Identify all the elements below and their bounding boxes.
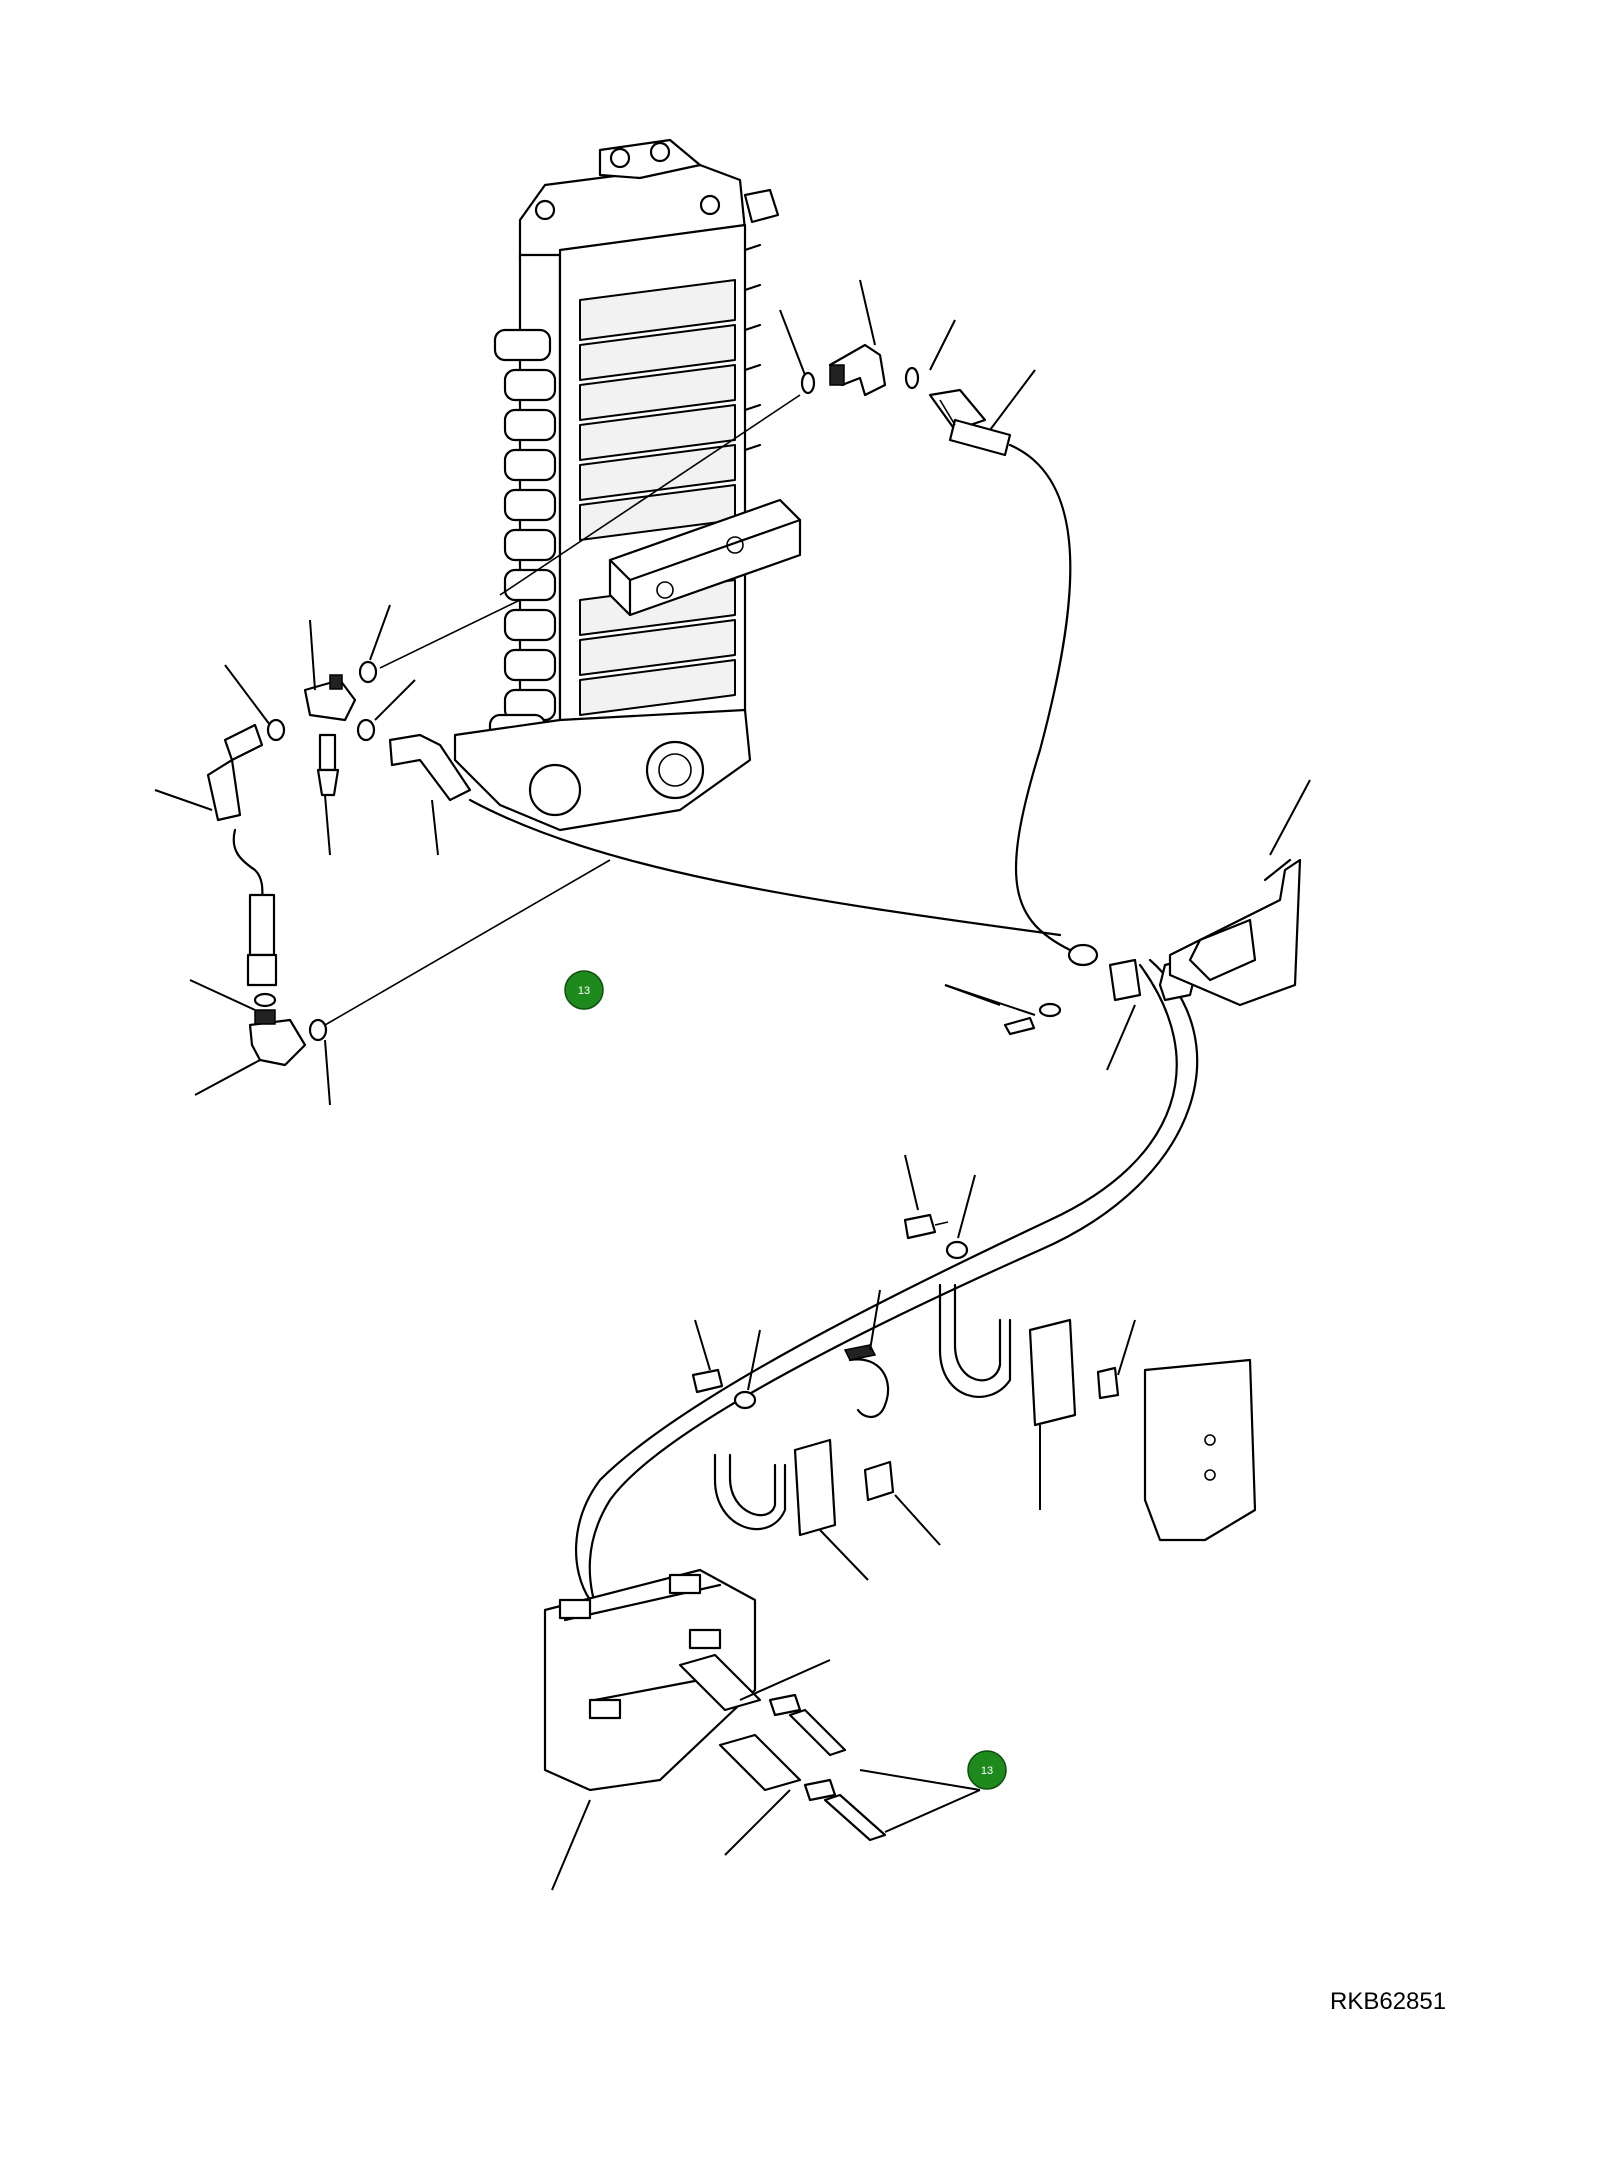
- control-valve-block: [453, 138, 802, 832]
- leader-lines: [154, 279, 1311, 1891]
- left-fittings: [206, 599, 611, 1067]
- valve-spools: [488, 328, 557, 745]
- callout-badge-upper[interactable]: 13: [564, 970, 604, 1010]
- drawing-reference-number: RKB62851: [1330, 1988, 1447, 2015]
- hose-lines: [468, 443, 1199, 1622]
- right-bracket: [1003, 858, 1302, 1036]
- callout-badge-lower[interactable]: 13: [967, 1750, 1007, 1790]
- callout-label: 13: [981, 1765, 993, 1777]
- bottom-bulkhead: [543, 1568, 887, 1842]
- clamp-assembly: [691, 1213, 1257, 1542]
- callout-label: 13: [578, 985, 590, 997]
- valve-sections: [579, 279, 736, 716]
- upper-right-fittings: [499, 343, 1012, 596]
